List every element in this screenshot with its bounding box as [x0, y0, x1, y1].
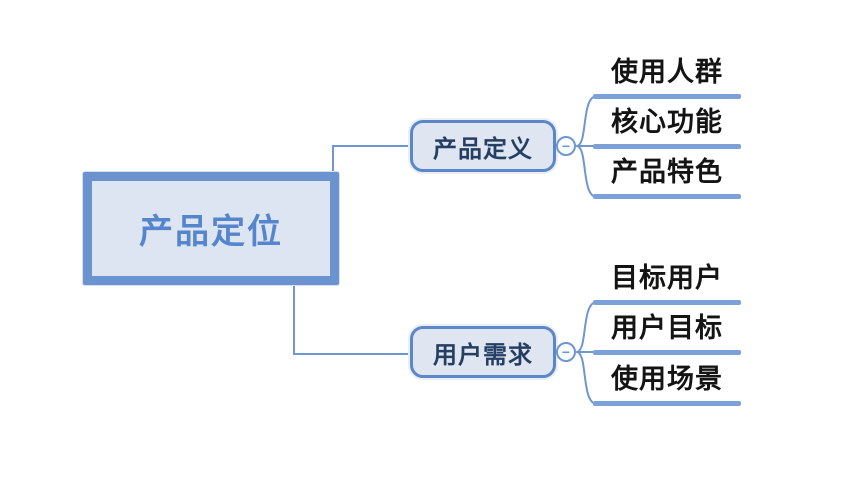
leaf-node-core-functions[interactable]: 核心功能 [593, 104, 741, 149]
root-node-product-positioning[interactable]: 产品定位 [83, 172, 339, 285]
leaf-node-user-groups[interactable]: 使用人群 [593, 54, 741, 99]
leaf-label: 使用人群 [611, 57, 723, 87]
minus-glyph: − [561, 138, 571, 154]
leaf-label: 目标用户 [611, 263, 723, 293]
collapse-minus-icon[interactable]: − [556, 136, 576, 156]
leaf-underline [593, 401, 741, 406]
leaf-node-product-features[interactable]: 产品特色 [593, 154, 741, 199]
branch-node-label: 产品定义 [433, 135, 533, 163]
collapse-minus-icon[interactable]: − [556, 342, 576, 362]
leaf-underline [593, 94, 741, 99]
leaf-node-user-goals[interactable]: 用户目标 [593, 310, 741, 355]
leaf-underline [593, 350, 741, 355]
leaf-label: 用户目标 [611, 313, 723, 343]
leaf-underline [593, 300, 741, 305]
minus-glyph: − [561, 344, 571, 360]
branch-node-product-definition[interactable]: 产品定义 [410, 120, 556, 172]
leaf-underline [593, 144, 741, 149]
leaf-label: 使用场景 [611, 364, 723, 394]
leaf-underline [593, 194, 741, 199]
connector-root-to-branch-top [332, 145, 411, 177]
connector-root-to-branch-bottom [293, 279, 411, 355]
branch-node-user-needs[interactable]: 用户需求 [410, 326, 556, 378]
branch-node-label: 用户需求 [433, 341, 533, 369]
leaf-label: 产品特色 [611, 157, 723, 187]
leaf-label: 核心功能 [611, 107, 723, 137]
root-node-label: 产品定位 [139, 213, 283, 251]
leaf-node-usage-scenarios[interactable]: 使用场景 [593, 361, 741, 406]
leaf-node-target-users[interactable]: 目标用户 [593, 260, 741, 305]
